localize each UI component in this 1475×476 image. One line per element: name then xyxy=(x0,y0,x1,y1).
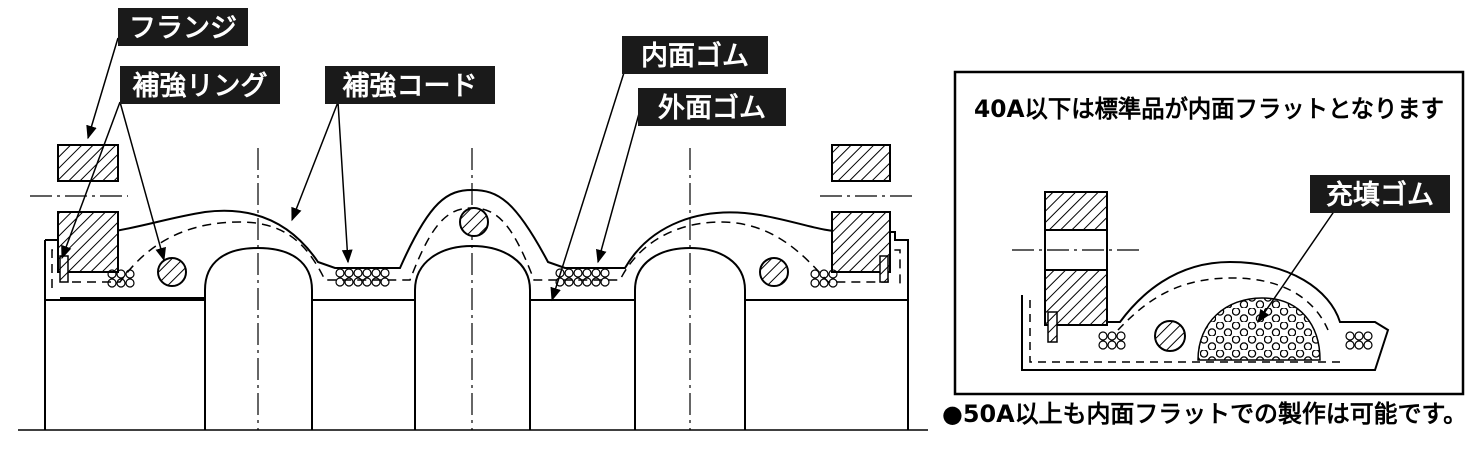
label-reinforcing-ring-text: 補強リング xyxy=(132,70,268,102)
label-inner-rubber: 内面ゴム xyxy=(622,36,768,74)
label-outer-rubber: 外面ゴム xyxy=(638,88,786,126)
label-flange: フランジ xyxy=(118,8,248,46)
label-inner-rubber-text: 内面ゴム xyxy=(641,40,749,72)
label-outer-rubber-text: 外面ゴム xyxy=(658,92,766,124)
label-flange-text: フランジ xyxy=(129,13,237,44)
inset-title: 40A以下は標準品が内面フラットとなります xyxy=(974,95,1444,123)
label-filler-rubber-text: 充填ゴム xyxy=(1326,179,1434,211)
label-reinforcing-cord: 補強コード xyxy=(325,66,495,104)
label-filler-rubber: 充填ゴム xyxy=(1310,175,1450,213)
main-cross-section xyxy=(18,37,928,431)
label-reinforcing-ring: 補強リング xyxy=(120,66,280,104)
inset-cross-section xyxy=(1012,191,1390,371)
inset-box: 40A以下は標準品が内面フラットとなります xyxy=(953,70,1465,396)
footnote: ●50A以上も内面フラットでの製作は可能です。 xyxy=(942,400,1467,428)
label-reinforcing-cord-text: 補強コード xyxy=(342,71,478,102)
